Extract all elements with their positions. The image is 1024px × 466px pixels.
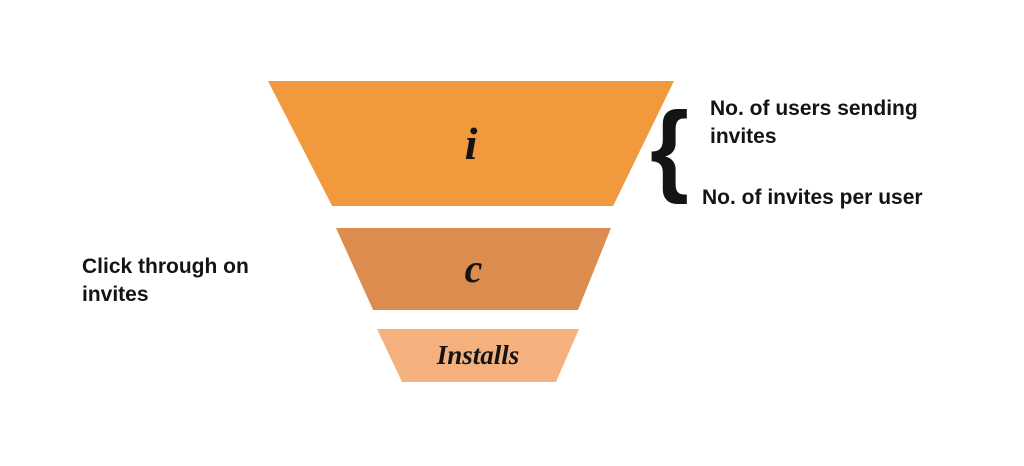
funnel-segment-label-i: i	[464, 117, 478, 169]
funnel-segment-click-through: c	[336, 228, 611, 310]
right-annotation-invites-per-user: No. of invites per user	[702, 186, 923, 209]
funnel-segment-label-installs: Installs	[436, 340, 520, 370]
left-annotation-click-through: Click through on invites	[82, 255, 249, 306]
funnel-segment-installs: Installs	[377, 329, 579, 382]
right-annotation-users-sending-invites: No. of users sending invites	[710, 97, 918, 148]
funnel-segment-label-c: c	[464, 246, 483, 291]
curly-brace-icon: {	[650, 91, 689, 206]
funnel-segment-invites-sent: i	[268, 81, 674, 206]
